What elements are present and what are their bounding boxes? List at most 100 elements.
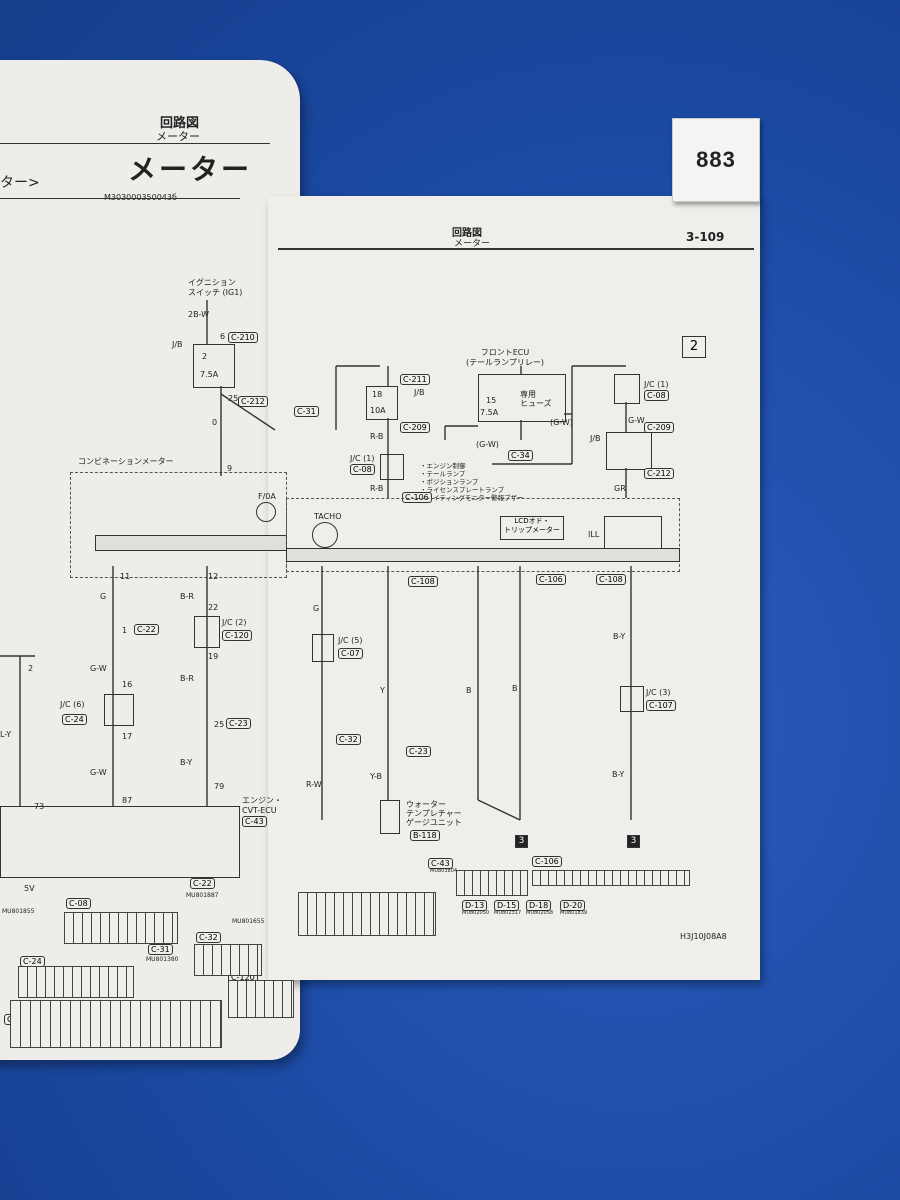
conn-thumb-d13: D-13 <box>462 900 488 911</box>
wire-rw: R-W <box>306 780 322 789</box>
mu-code-4: MU801655 <box>232 918 265 925</box>
c107-label: C-107 <box>646 700 676 711</box>
jb-label: J/B <box>172 340 183 349</box>
wire-by-right: B-Y <box>613 632 626 641</box>
wire-g-right: G <box>313 604 320 613</box>
wire-gw-paren-2: (G-W) <box>550 418 573 427</box>
connector-grid-c120 <box>228 980 294 1018</box>
conn-thumb-c31: C-31 <box>148 944 173 955</box>
connector-grid-c43 <box>456 870 528 896</box>
c106-label-top: C-106 <box>402 492 432 503</box>
connector-grid-c108-right <box>298 892 436 936</box>
mu-code-1: MU801855 <box>2 908 35 915</box>
left-page <box>0 60 300 1060</box>
wire-yb: Y-B <box>370 772 383 781</box>
connector-grid-c32 <box>194 944 262 976</box>
c120-label: C-120 <box>222 630 252 641</box>
pin-0: 0 <box>212 418 218 427</box>
pin-19: 19 <box>208 652 219 661</box>
c108-label-1: C-108 <box>408 576 438 587</box>
c24-label: C-24 <box>62 714 87 725</box>
fuse-2-amp: 7.5A <box>200 370 219 379</box>
mu-code-r1: MU803804 <box>430 868 458 874</box>
right-header-sub: メーター <box>454 239 491 249</box>
pin-79: 79 <box>214 782 225 791</box>
left-header-rule <box>0 143 270 144</box>
fa-label: F/0A <box>258 492 276 501</box>
jb-box-right <box>606 432 652 470</box>
combination-meter-label: コンビネーションメーター <box>78 457 174 466</box>
c209-label-right: C-209 <box>644 422 674 433</box>
jc5-box <box>312 634 334 662</box>
mu-code-r3: MU802317 <box>494 910 522 916</box>
c212-label: C-212 <box>238 396 268 407</box>
conn-thumb-c43: C-43 <box>428 858 453 869</box>
pin-25b: 25 <box>214 720 225 729</box>
meter-box-right <box>286 498 680 572</box>
pin-2-left: 2 <box>28 664 34 673</box>
fa-gauge-icon <box>256 502 276 522</box>
wire-b-1: B <box>466 686 472 695</box>
front-ecu-box <box>478 374 566 422</box>
jb-label-right: J/B <box>414 388 425 397</box>
tag-number: 883 <box>696 147 736 172</box>
jc5-label: J/C (5) <box>338 636 363 645</box>
pin-12: 12 <box>208 572 219 581</box>
jb-label-right-2: J/B <box>590 434 601 443</box>
c31-label: C-31 <box>294 406 319 417</box>
jc1-label-left: J/C (1) <box>350 454 375 463</box>
wire-rb-1: R-B <box>370 432 384 441</box>
mu-code-3: MU801380 <box>146 956 179 963</box>
front-ecu-label: フロントECU (テールランプリレー) <box>466 348 545 367</box>
conn-thumb-d18: D-18 <box>526 900 552 911</box>
jc2-label: J/C (2) <box>222 618 247 627</box>
fuse-15-amp: 7.5A <box>480 408 499 417</box>
wire-br-left: B-R <box>180 592 194 601</box>
c23-label: C-23 <box>226 718 251 729</box>
panel-number-box: 2 <box>682 336 706 358</box>
pin-6: 6 <box>220 332 226 341</box>
fuse-15: 15 <box>486 396 497 405</box>
pin-1: 1 <box>122 626 128 635</box>
connector-grid-c24 <box>18 966 134 998</box>
c22-label: C-22 <box>134 624 159 635</box>
left-code: M303000350043б <box>104 193 177 202</box>
c108-label-2: C-108 <box>596 574 626 585</box>
pin-16: 16 <box>122 680 133 689</box>
engine-ecu-box <box>0 806 240 878</box>
wire-2bw: 2B-W <box>188 310 210 319</box>
water-temp-unit-box <box>380 800 400 834</box>
wire-gr: GR <box>614 484 626 493</box>
pin-9: 9 <box>227 464 233 473</box>
c209-label: C-209 <box>400 422 430 433</box>
right-header-rule <box>278 248 754 250</box>
wire-ly: L-Y <box>0 730 12 739</box>
fuse-18: 18 <box>372 390 383 399</box>
ground-3-left: 3 <box>515 835 528 848</box>
wire-gw-2: G-W <box>90 768 107 777</box>
c34-label: C-34 <box>508 450 533 461</box>
c23-label-right: C-23 <box>406 746 431 757</box>
c211-label: C-211 <box>400 374 430 385</box>
conn-thumb-c106: C-106 <box>532 856 562 867</box>
ignition-label: イグニション スイッチ (IG1) <box>188 278 243 297</box>
tacho-label: TACHO <box>314 512 342 521</box>
conn-thumb-c32: C-32 <box>196 932 221 943</box>
c212-label-right: C-212 <box>644 468 674 479</box>
pin-22: 22 <box>208 603 219 612</box>
connector-grid-c08 <box>64 912 178 944</box>
wire-y: Y <box>380 686 385 695</box>
right-page <box>268 196 760 980</box>
fuse-2-number: 2 <box>202 352 208 361</box>
wire-b-2: B <box>512 684 518 693</box>
mu-code-r5: MU801839 <box>560 910 588 916</box>
lcd-box: LCDオド・ トリップメーター <box>500 516 564 540</box>
mu-code-r2: MU802050 <box>462 910 490 916</box>
left-title: メーター <box>128 153 253 186</box>
5v-label: 5V <box>24 884 35 893</box>
conn-thumb-d15: D-15 <box>494 900 520 911</box>
dedicated-fuse-label: 専用 ヒューズ <box>520 390 552 408</box>
wire-br-2: B-R <box>180 674 194 683</box>
mu-code-r4: MU802058 <box>526 910 554 916</box>
